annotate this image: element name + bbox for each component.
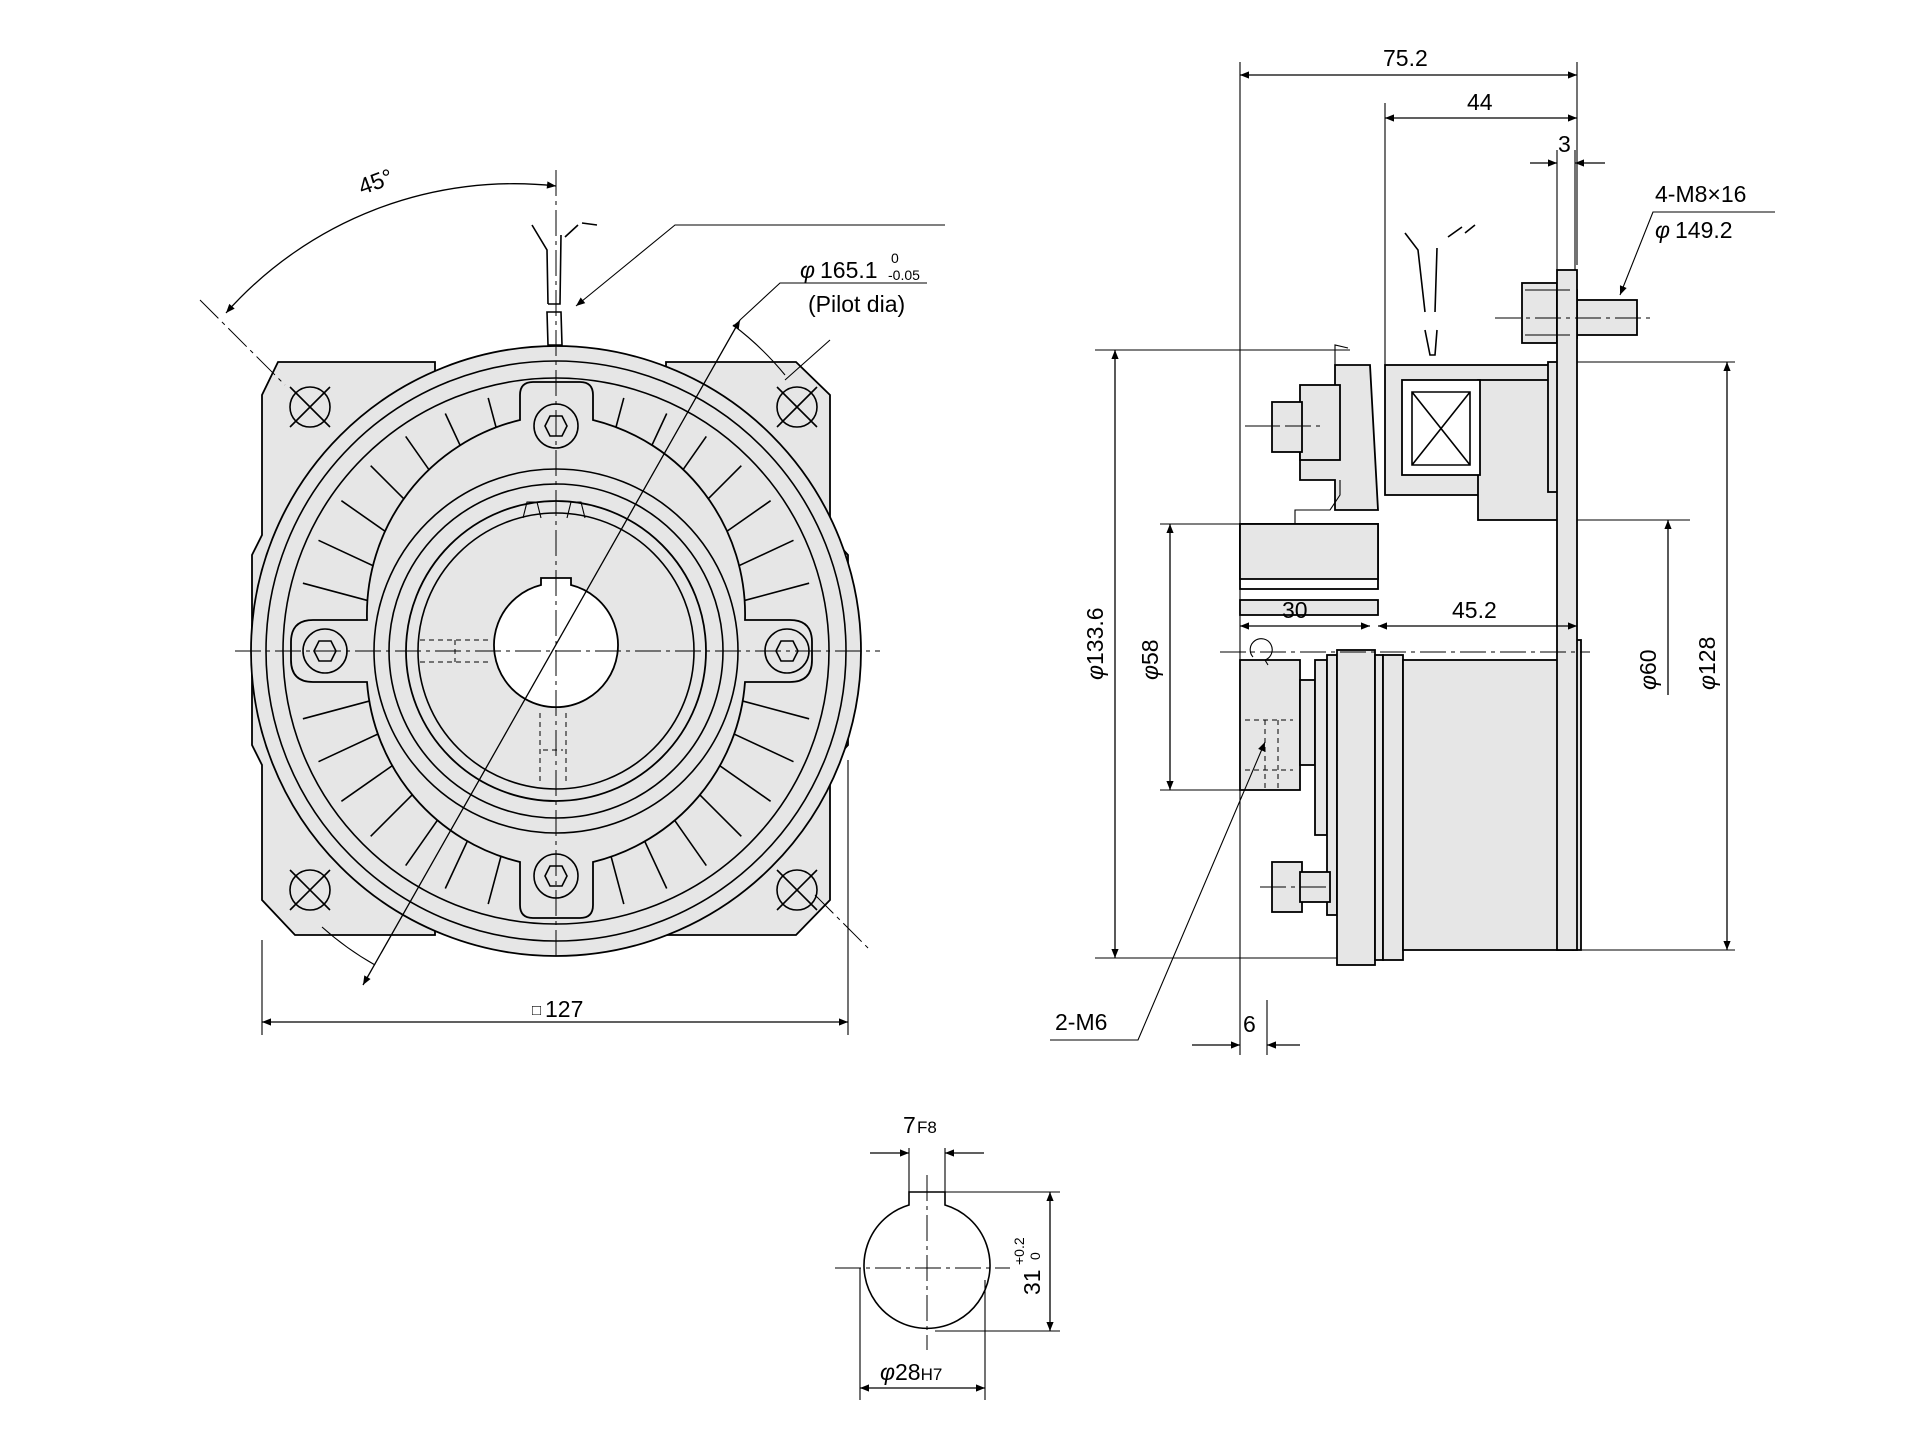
length-45: 45.2 — [1452, 597, 1497, 623]
fin-line — [302, 582, 373, 603]
hub-shaft — [1239, 659, 1301, 791]
height-tol-lower: 0 — [1027, 1252, 1043, 1260]
side-lead-wires — [1404, 224, 1476, 356]
keyway-width: 7 — [903, 1112, 916, 1138]
length-30: 30 — [1282, 597, 1308, 623]
bore-profile — [863, 1191, 991, 1330]
pilot-dia-tol-upper: 0 — [891, 250, 899, 266]
width-value: 127 — [545, 996, 583, 1022]
fin-line — [302, 699, 373, 720]
front-view: 45° φ 165.1 0 -0.05 (Pilot dia) □ 127 — [199, 163, 945, 1035]
fin-line — [739, 699, 810, 720]
bolt-circle: 149.2 — [1675, 217, 1733, 243]
dia-133: φ133.6 — [1082, 607, 1108, 680]
length-3: 3 — [1558, 131, 1571, 157]
bore-detail: 7 F8 31 +0.2 0 φ28H7 — [835, 1112, 1060, 1400]
pilot-dia-prefix: φ — [800, 257, 815, 283]
length-overall: 75.2 — [1383, 45, 1428, 71]
side-view: 75.2 44 3 4-M8×16 φ 149.2 30 45.2 φ133.6… — [1050, 45, 1775, 1055]
bolt-circle-prefix: φ — [1655, 217, 1670, 243]
pilot-dia-value: 165.1 — [820, 257, 878, 283]
fin-line — [739, 582, 810, 603]
corner-mounting-holes — [289, 386, 818, 911]
length-44: 44 — [1467, 89, 1493, 115]
dia-128: φ128 — [1694, 637, 1720, 690]
mount-bolt-top — [1521, 282, 1558, 344]
height-tol-upper: +0.2 — [1011, 1237, 1027, 1265]
bolt-spec: 4-M8×16 — [1655, 181, 1746, 207]
front-lead-wires — [531, 222, 598, 346]
length-6: 6 — [1243, 1011, 1256, 1037]
pilot-dia-tol-lower: -0.05 — [888, 267, 920, 283]
height-value: 31 — [1019, 1269, 1045, 1295]
keyway-tol: F8 — [917, 1118, 937, 1137]
bore-dia: φ28H7 — [880, 1359, 942, 1385]
angle-label: 45° — [355, 163, 397, 199]
magnet-body — [1382, 654, 1404, 961]
tap-spec: 2-M6 — [1055, 1009, 1107, 1035]
pilot-dia-note: (Pilot dia) — [808, 291, 905, 317]
dia-58: φ58 — [1137, 639, 1163, 680]
coil-housing — [1402, 659, 1574, 951]
dia-60: φ60 — [1635, 649, 1661, 690]
width-square-symbol: □ — [532, 1002, 541, 1019]
armature-disk — [1336, 649, 1376, 966]
